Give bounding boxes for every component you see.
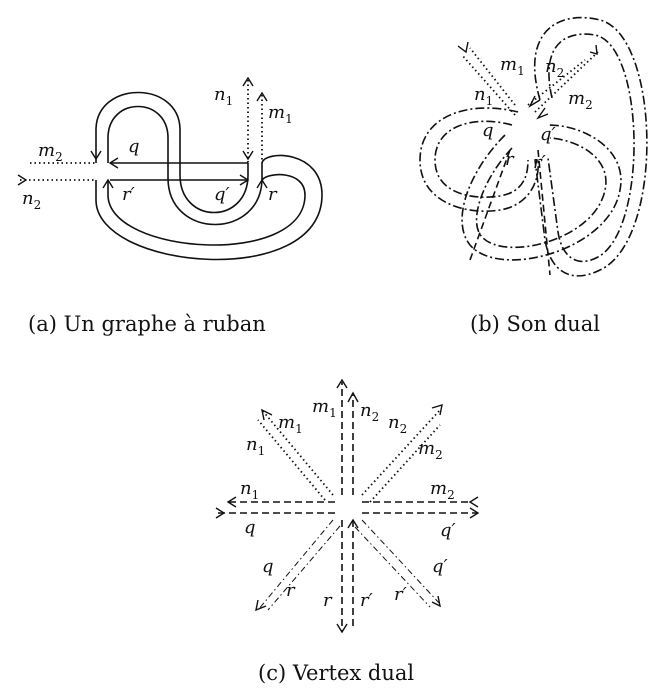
dual-leg-r [469,149,511,261]
dual-loop-lower-inner [475,137,607,249]
arrow-icon [256,178,268,189]
dual-label-r: r [505,149,515,170]
label-r: r [268,184,278,205]
vd-label-n2-diag: n2 [388,412,407,436]
vertex-dual-c: m1 n2 m1 n2 n1 m2 n1 m2 q q′ q q′ r r′ r… [215,378,480,634]
ribbon-outer-edge [95,91,249,214]
label-n2: n2 [22,188,41,212]
arrow-icon [347,391,359,403]
arrow-icon [468,496,479,508]
dual-label-n1: n1 [474,84,493,108]
arrow-icon [17,174,28,186]
dual-loop-big-inner [547,33,635,263]
ribbon-right-loop-inner [107,173,306,246]
arrow-icon [215,507,226,519]
dual-loop-lower-outer [461,124,622,261]
arrow-icon [226,496,237,508]
arrow-icon [90,150,102,161]
vd-dl-a [257,519,334,611]
dual-label-m2: m2 [568,88,593,112]
arrow-icon [457,41,469,54]
dual-label-rp: r′ [533,152,546,173]
caption-a: (a) Un graphe à ruban [28,312,266,336]
arrow-icon [528,95,541,108]
vd-label-q-diag: q [262,556,274,577]
vd-label-r-bottom: r [323,590,333,611]
arrow-icon [469,507,480,519]
vd-label-m2-diag: m2 [418,438,443,462]
ribbon-graph-a: m2 n2 n1 m1 q r′ q′ r [17,76,323,261]
dual-dotted-n2 [527,59,586,106]
dual-dotted-n1 [469,47,516,106]
vd-ur-a [361,409,441,496]
label-m2: m2 [38,140,63,164]
arrow-icon [336,378,348,389]
caption-b: (b) Son dual [470,312,600,336]
arrow-icon [242,150,254,161]
vd-dr-a [361,519,441,605]
dual-loop-left-inner [434,120,529,198]
dual-loop-left-outer [419,107,540,212]
ribbon-right-loop-outer [95,154,323,261]
vd-label-rp-bottom: r′ [360,590,373,611]
vd-label-m2-right: m2 [430,478,455,502]
vd-dr-b [354,526,431,608]
label-qp: q′ [214,184,230,205]
arrow-icon [242,76,254,87]
dual-label-n2: n2 [545,56,564,80]
dual-loop-big-outer [534,16,648,277]
arrow-icon [108,157,119,169]
vd-label-qp-right: q′ [440,520,456,541]
dual-graph-b: m1 n2 n1 m2 q q′ r r′ [419,16,648,277]
dual-label-m1: m1 [500,54,525,78]
arrow-icon [536,107,549,120]
vd-label-r-diag: r [286,580,296,601]
vd-label-n1-left: n1 [240,478,259,502]
arrow-icon [589,44,598,55]
label-m1: m1 [268,102,293,126]
vd-ul-b [257,419,326,501]
vd-dl-b [267,525,341,611]
arrow-icon [255,599,267,612]
vd-label-q-left: q [244,517,256,538]
vd-label-rp-diag: r′ [394,584,407,605]
arrow-icon [261,408,273,421]
vd-label-m1-diag: m1 [278,412,303,436]
arrow-icon [431,595,441,608]
vd-label-n1-diag: n1 [246,434,265,458]
vd-label-qp-diag: q′ [432,556,448,577]
label-rp: r′ [122,184,135,205]
ribbon-inner-edge [107,105,263,226]
label-q: q [128,136,140,157]
arrow-icon [347,518,359,529]
dual-leg-rp [537,149,551,276]
vd-ur-b [369,424,441,503]
dual-label-qp: q′ [540,124,556,145]
dual-label-q: q [482,120,494,141]
vd-label-m1-top: m1 [312,396,337,420]
label-n1: n1 [214,84,233,108]
dual-dotted-m2 [534,49,601,113]
arrow-icon [431,403,443,416]
arrow-icon [336,623,348,634]
arrow-icon [239,174,250,186]
vd-label-n2-top: n2 [360,400,379,424]
arrow-icon [256,91,268,102]
arrow-icon [102,178,114,189]
caption-c: (c) Vertex dual [258,661,415,685]
vd-ul-a [261,409,334,496]
